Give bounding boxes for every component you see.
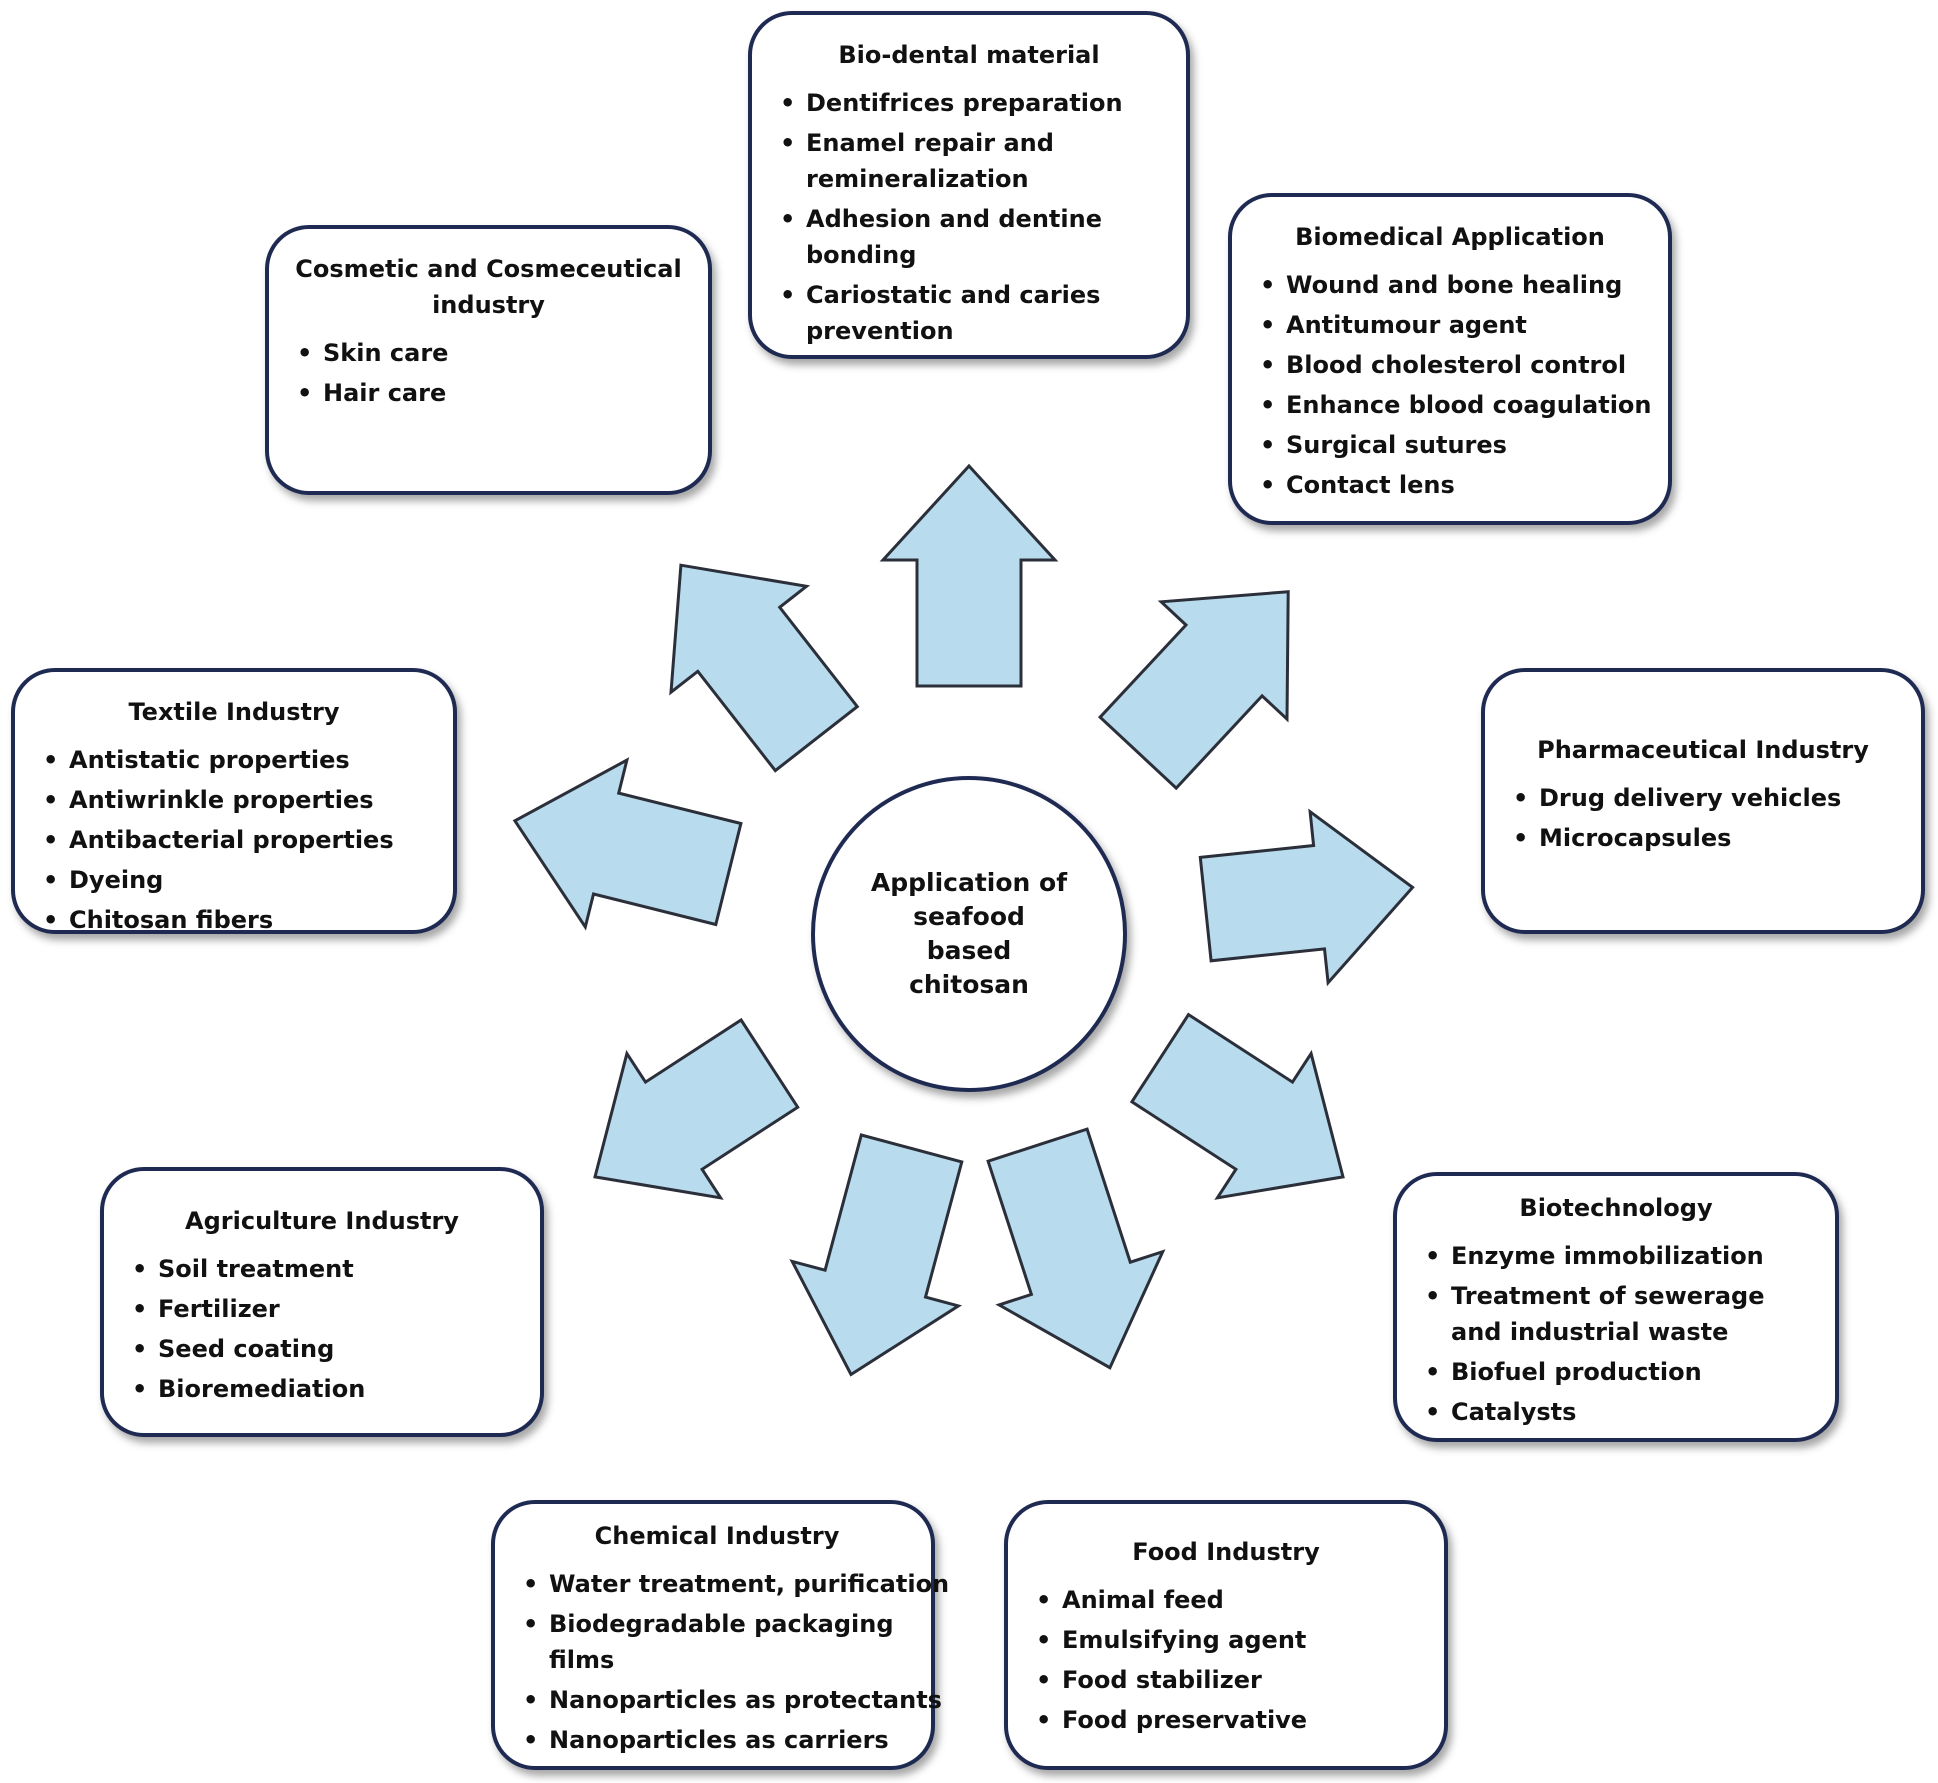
item-list: Soil treatment Fertilizer Seed coating B… <box>128 1251 516 1407</box>
box-title: Textile Industry <box>128 698 340 726</box>
arrow-food <box>986 1127 1166 1370</box>
list-item: Treatment of sewerage and industrial was… <box>1421 1278 1811 1350</box>
arrow-cosmetic <box>669 563 860 773</box>
list-item: Antistatic properties <box>39 742 429 778</box>
list-item: Chitosan fibers <box>39 902 429 938</box>
list-item: Nanoparticles as carriers <box>519 1722 915 1758</box>
item-list: Antistatic properties Antiwrinkle proper… <box>39 742 429 938</box>
list-item: Wound and bone healing <box>1256 267 1644 303</box>
list-item: Food preservative <box>1032 1702 1420 1738</box>
list-item: Emulsifying agent <box>1032 1622 1420 1658</box>
box-biomedical: Biomedical Application Wound and bone he… <box>1228 193 1672 525</box>
box-food: Food Industry Animal feed Emulsifying ag… <box>1004 1500 1448 1770</box>
list-item: Enhance blood coagulation <box>1256 387 1652 423</box>
list-item: Water treatment, purification <box>519 1566 949 1602</box>
list-item: Adhesion and dentine bonding <box>776 201 1162 273</box>
list-item: Blood cholesterol control <box>1256 347 1644 383</box>
list-item: Animal feed <box>1032 1582 1420 1618</box>
box-title: Bio-dental material <box>838 41 1100 69</box>
list-item: Bioremediation <box>128 1371 516 1407</box>
list-item: Surgical sutures <box>1256 427 1644 463</box>
box-title: Food Industry <box>1132 1538 1320 1566</box>
arrow-textile <box>512 757 743 931</box>
box-agriculture: Agriculture Industry Soil treatment Fert… <box>100 1167 544 1437</box>
list-item: Catalysts <box>1421 1394 1811 1430</box>
list-item: Biofuel production <box>1421 1354 1811 1390</box>
center-label: Application of seafood based chitosan <box>870 868 1068 999</box>
box-bio-dental: Bio-dental material Dentifrices preparat… <box>748 11 1190 359</box>
box-chemical: Chemical Industry Water treatment, purif… <box>491 1500 949 1770</box>
list-item: Enzyme immobilization <box>1421 1238 1811 1274</box>
list-item: Dyeing <box>39 862 429 898</box>
list-item: Antitumour agent <box>1256 307 1644 343</box>
list-item: Antibacterial properties <box>39 822 429 858</box>
item-list: Enzyme immobilization Treatment of sewer… <box>1421 1238 1811 1430</box>
list-item: Enamel repair and remineralization <box>776 125 1162 197</box>
box-pharmaceutical: Pharmaceutical Industry Drug delivery ve… <box>1481 668 1925 934</box>
list-item: Contact lens <box>1256 467 1644 503</box>
item-list: Skin care Hair care <box>293 335 684 411</box>
list-item: Skin care <box>293 335 684 371</box>
box-cosmetic: Cosmetic and Cosmeceutical industry Skin… <box>265 225 712 495</box>
list-item: Fertilizer <box>128 1291 516 1327</box>
center-circle: Application of seafood based chitosan <box>811 776 1127 1092</box>
list-item: Microcapsules <box>1509 820 1897 856</box>
list-item: Soil treatment <box>128 1251 516 1287</box>
item-list: Wound and bone healing Antitumour agent … <box>1256 267 1652 503</box>
box-biotechnology: Biotechnology Enzyme immobilization Trea… <box>1393 1172 1839 1442</box>
list-item: Food stabilizer <box>1032 1662 1420 1698</box>
item-list: Drug delivery vehicles Microcapsules <box>1509 780 1897 856</box>
list-item: Nanoparticles as protectants <box>519 1682 942 1718</box>
box-title: Biotechnology <box>1519 1194 1713 1222</box>
box-textile: Textile Industry Antistatic properties A… <box>11 668 457 938</box>
list-item: Antiwrinkle properties <box>39 782 429 818</box>
box-title: Pharmaceutical Industry <box>1537 736 1869 764</box>
list-item: Seed coating <box>128 1331 516 1367</box>
box-title: Cosmetic and Cosmeceutical industry <box>295 255 682 319</box>
item-list: Dentifrices preparation Enamel repair an… <box>776 85 1162 349</box>
arrow-biomedical <box>1097 590 1290 791</box>
list-item: Cariostatic and caries prevention <box>776 277 1162 349</box>
arrow-bio-dental <box>879 463 1059 688</box>
arrow-biotechnology <box>1129 1012 1345 1200</box>
arrow-pharmaceutical <box>1198 808 1415 987</box>
list-item: Biodegradable packaging films <box>519 1606 915 1678</box>
box-title: Chemical Industry <box>594 1522 840 1550</box>
box-title: Agriculture Industry <box>185 1207 459 1235</box>
item-list: Water treatment, purification Biodegrada… <box>519 1566 949 1758</box>
list-item: Hair care <box>293 375 684 411</box>
arrow-agriculture <box>593 1017 800 1200</box>
list-item: Dentifrices preparation <box>776 85 1162 121</box>
list-item: Drug delivery vehicles <box>1509 780 1897 816</box>
arrow-chemical <box>789 1133 964 1377</box>
item-list: Animal feed Emulsifying agent Food stabi… <box>1032 1582 1420 1738</box>
box-title: Biomedical Application <box>1295 223 1605 251</box>
